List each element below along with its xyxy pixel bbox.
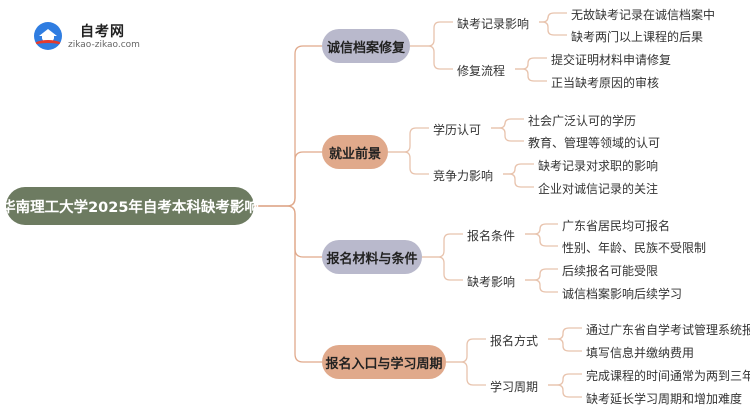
leaf-node: 后续报名可能受限 — [562, 264, 659, 278]
connector-line — [548, 384, 582, 398]
connector-line — [515, 57, 547, 70]
connector-line — [410, 21, 453, 47]
connector-line — [539, 12, 567, 23]
connector-line — [388, 151, 429, 175]
leaf-node: 诚信档案影响后续学习 — [562, 287, 683, 301]
connector-line — [525, 233, 558, 247]
connector-line — [491, 127, 524, 142]
leaf-node: 完成课程的时间通常为两到三年 — [586, 369, 750, 383]
logo-url: zikao-zikao.com — [68, 40, 140, 50]
leaf-node: 填写信息并缴纳费用 — [586, 346, 695, 360]
root-node: 华南理工大学2025年自考本科缺考影响 — [1, 187, 259, 225]
leaf-node: 缺考记录对求职的影响 — [538, 159, 659, 173]
branch-node: 就业前景 — [322, 135, 388, 169]
connector-line — [254, 151, 322, 207]
leaf-node: 缺考两门以上课程的后果 — [571, 30, 704, 44]
connector-line — [525, 268, 558, 281]
sub-node: 缺考记录影响 — [457, 17, 530, 31]
connector-line — [515, 68, 547, 82]
connector-line — [548, 338, 582, 352]
leaf-node: 教育、管理等领域的认可 — [528, 136, 661, 150]
sub-node: 竞争力影响 — [433, 169, 494, 183]
sub-node: 修复流程 — [457, 64, 506, 78]
connector-line — [539, 21, 567, 36]
branch-node: 报名材料与条件 — [322, 240, 422, 274]
logo-title: 自考网 — [80, 24, 125, 40]
leaf-node: 广东省居民均可报名 — [562, 219, 671, 233]
connector-line — [254, 205, 322, 258]
connector-line — [446, 361, 486, 386]
connector-line — [254, 45, 322, 207]
connector-line — [422, 233, 463, 258]
leaf-node: 缺考延长学习周期和增加难度 — [586, 392, 743, 406]
connector-line — [548, 327, 582, 340]
leaf-node: 性别、年龄、民族不受限制 — [562, 241, 707, 255]
connector-line — [503, 163, 534, 175]
connector-line — [410, 45, 453, 70]
leaf-node: 正当缺考原因的审核 — [551, 76, 660, 90]
site-logo[interactable]: 自考网 zikao-zikao.com — [34, 18, 144, 54]
connector-line — [446, 338, 486, 363]
sub-node: 学习周期 — [490, 380, 539, 394]
connector-line — [388, 127, 429, 153]
branch-node: 报名入口与学习周期 — [322, 345, 446, 379]
connector-line — [525, 279, 558, 293]
leaf-node: 企业对诚信记录的关注 — [538, 182, 659, 196]
sub-node: 缺考影响 — [467, 275, 516, 289]
connector-line — [548, 373, 582, 386]
leaf-node: 社会广泛认可的学历 — [528, 114, 637, 128]
branch-node: 诚信档案修复 — [322, 29, 410, 63]
connector-line — [254, 205, 322, 363]
sub-node: 报名条件 — [467, 229, 516, 243]
connector-line — [503, 173, 534, 188]
leaf-node: 通过广东省自学考试管理系统报名 — [586, 323, 750, 337]
leaf-node: 提交证明材料申请修复 — [551, 53, 672, 67]
connector-line — [491, 118, 524, 129]
connector-line — [422, 256, 463, 281]
sub-node: 报名方式 — [490, 334, 539, 348]
connector-line — [525, 223, 558, 235]
leaf-node: 无故缺考记录在诚信档案中 — [571, 8, 716, 22]
graduation-cap-icon — [34, 22, 62, 50]
sub-node: 学历认可 — [433, 123, 482, 137]
